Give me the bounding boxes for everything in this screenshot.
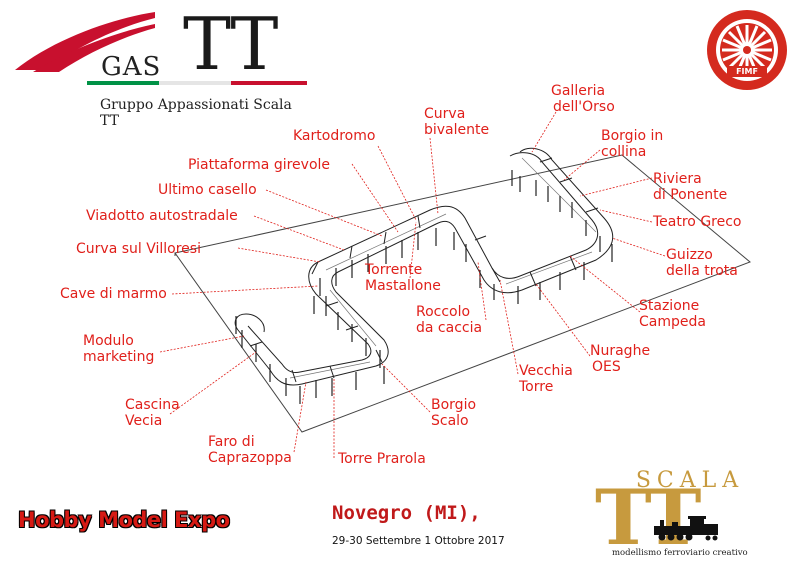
label-torre-prarola: Torre Prarola: [338, 451, 426, 467]
label-viadotto: Viadotto autostradale: [86, 208, 238, 224]
label-curva-villoresi: Curva sul Villoresi: [76, 241, 201, 257]
wheel-icon: [707, 10, 787, 90]
fimf-text: FIMF: [736, 67, 758, 76]
dates-text: 29-30 Settembre 1 Ottobre 2017: [332, 535, 505, 547]
track-modules: [234, 147, 614, 386]
gas-subtitle: Gruppo Appassionati Scala TT: [100, 97, 292, 129]
baseboard: [174, 154, 751, 433]
label-kartodromo: Kartodromo: [293, 128, 376, 144]
scala-word: SCALA: [635, 468, 745, 493]
locomotive-icon: [654, 516, 718, 541]
label-piattaforma: Piattaforma girevole: [188, 157, 331, 173]
module-legs: [235, 170, 613, 404]
gas-swoosh-icon: [15, 12, 307, 85]
label-cave: Cave di marmo: [60, 286, 167, 302]
gas-text: GAS: [101, 52, 162, 82]
tt-text: TT: [183, 2, 278, 86]
label-teatro: Teatro Greco: [653, 214, 742, 230]
scala-tagline: modellismo ferroviario creativo: [612, 548, 748, 558]
gas-tt-logo: GAS TT Gruppo Appassionati Scala TT: [15, 2, 315, 129]
hobby-model-expo-logo: Hobby Model Expo: [18, 508, 230, 532]
leader-lines: [159, 111, 666, 458]
scala-tt-text: TT: [595, 473, 701, 562]
label-ultimo-casello: Ultimo casello: [158, 182, 257, 198]
scala-tt-logo: SCALA TT modellismo ferroviario creativo: [590, 468, 790, 558]
fimf-logo: FIMF: [705, 8, 789, 92]
venue-text: Novegro (MI),: [332, 502, 481, 524]
